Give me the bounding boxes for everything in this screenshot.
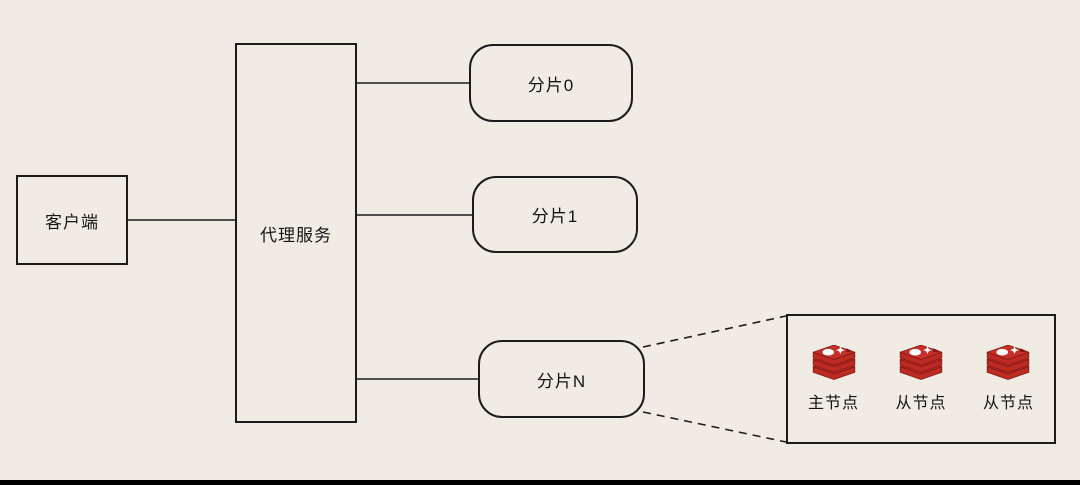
shard-0-node: 分片0	[469, 44, 633, 122]
redis-icon	[985, 344, 1031, 381]
bottom-bar	[0, 480, 1080, 485]
shard-1-node: 分片1	[472, 176, 638, 253]
shard-0-label: 分片0	[527, 75, 575, 95]
shard-detail-box: 主节点 从节点	[786, 314, 1056, 444]
master-node-label: 主节点	[808, 395, 860, 412]
client-node: 客户端	[16, 175, 128, 265]
shard-n-node: 分片N	[478, 340, 645, 418]
slave-node-2-label: 从节点	[982, 395, 1034, 412]
callout-dashed-line-top	[642, 315, 787, 348]
redis-icon	[898, 344, 944, 381]
callout-dashed-line-bottom	[642, 411, 787, 443]
slave-node-2: 从节点	[982, 344, 1034, 413]
slave-node-1-label: 从节点	[895, 395, 947, 412]
redis-icon	[811, 344, 857, 381]
shard-1-label: 分片1	[531, 207, 579, 226]
shard-n-label: 分片N	[536, 371, 587, 391]
proxy-node: 代理服务	[235, 43, 357, 423]
slave-node-1: 从节点	[895, 344, 947, 413]
master-node: 主节点	[808, 344, 860, 413]
proxy-label: 代理服务	[260, 225, 332, 245]
client-label: 客户端	[45, 212, 99, 232]
